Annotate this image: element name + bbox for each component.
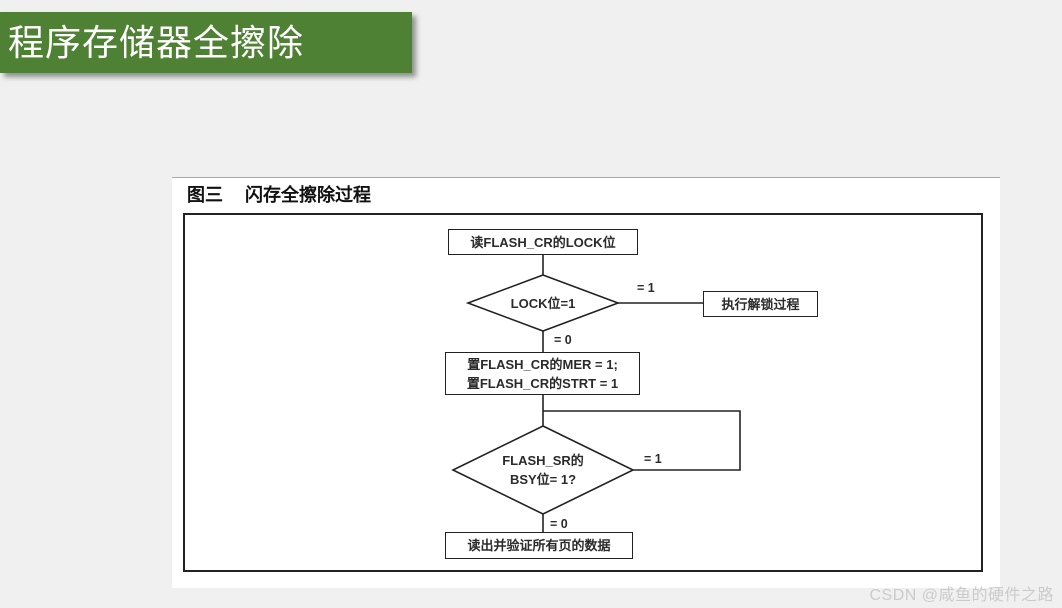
lock-decision-diamond-shape	[465, 274, 621, 332]
set-mer-line1: 置FLASH_CR的MER = 1;	[467, 356, 618, 372]
set-mer-strt-box: 置FLASH_CR的MER = 1; 置FLASH_CR的STRT = 1	[445, 352, 640, 395]
connector-busy-loop	[543, 410, 741, 471]
slide-title: 程序存储器全擦除	[8, 22, 305, 63]
verify-box: 读出并验证所有页的数据	[445, 532, 633, 559]
verify-box-text: 读出并验证所有页的数据	[467, 538, 611, 553]
panel-top-rule	[172, 177, 1000, 178]
flowchart-frame: 读FLASH_CR的LOCK位 LOCK位=1 = 1 执行解锁过程 = 0 置…	[183, 213, 983, 572]
unlock-box-text: 执行解锁过程	[721, 296, 800, 312]
figure-caption-title: 闪存全擦除过程	[245, 185, 371, 205]
busy-eq1-label: = 1	[644, 452, 662, 466]
figure-caption: 图三 闪存全擦除过程	[187, 181, 371, 207]
read-lock-box: 读FLASH_CR的LOCK位	[448, 229, 638, 255]
flowchart-canvas	[451, 255, 741, 534]
figure-panel: 图三 闪存全擦除过程	[172, 177, 1000, 588]
unlock-box: 执行解锁过程	[703, 291, 818, 317]
lock-decision-text: LOCK位=1	[510, 295, 576, 311]
lock-eq0-label: = 0	[554, 333, 572, 347]
busy-eq0-label: = 0	[550, 517, 568, 531]
set-mer-line2: 置FLASH_CR的STRT = 1	[466, 375, 619, 391]
busy-decision-diamond-shape	[451, 425, 635, 515]
lock-eq1-label: = 1	[637, 281, 655, 295]
figure-caption-label: 图三	[187, 185, 223, 205]
slide-title-banner: 程序存储器全擦除	[0, 12, 412, 73]
csdn-watermark: CSDN @咸鱼的硬件之路	[869, 587, 1054, 604]
busy-decision-text: FLASH_SR的 BSY位= 1?	[502, 453, 584, 487]
read-lock-box-text: 读FLASH_CR的LOCK位	[470, 234, 616, 250]
